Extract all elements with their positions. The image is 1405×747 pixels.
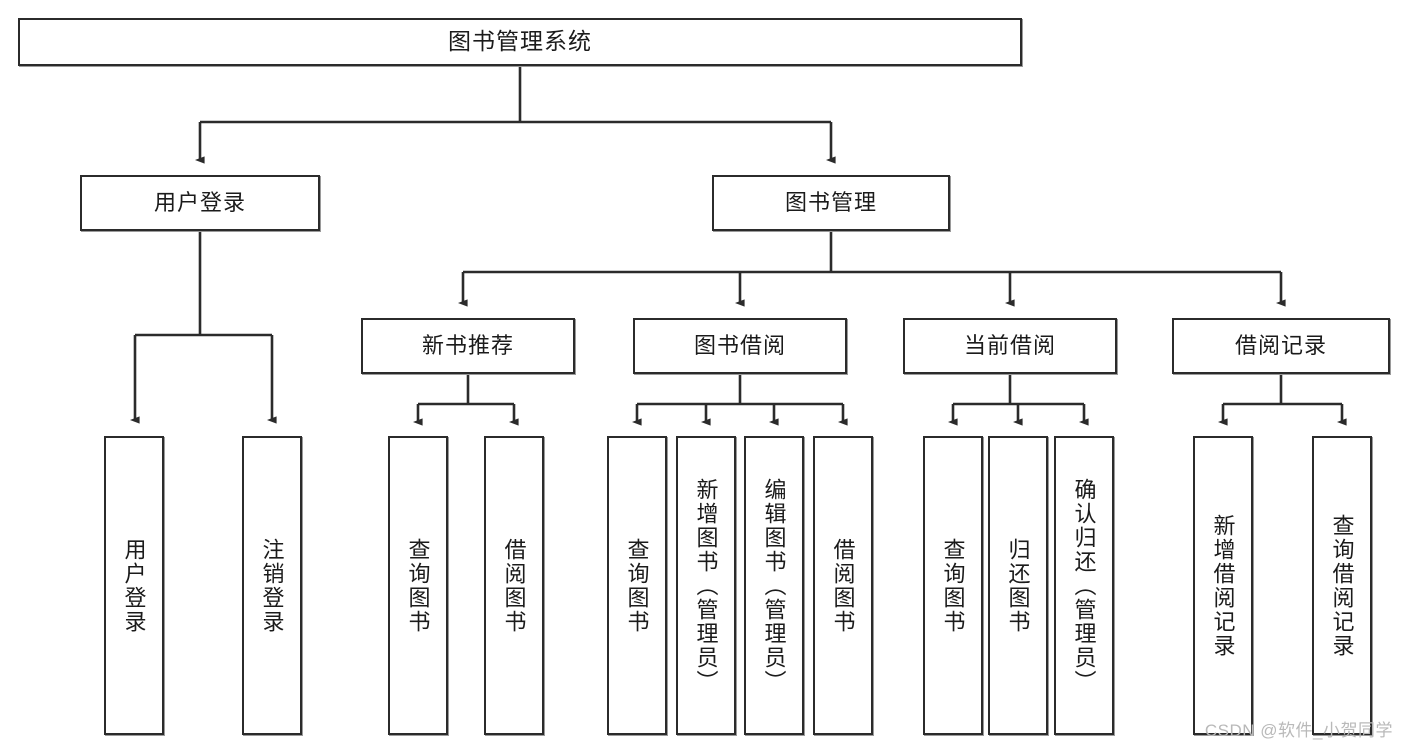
leaf-borrow-borrow-book[interactable]: 借阅图书 xyxy=(813,436,873,735)
node-label: 确认归还（管理员） xyxy=(1071,477,1097,694)
node-new-book-recommend[interactable]: 新书推荐 xyxy=(361,318,575,374)
leaf-borrow-edit-book-admin[interactable]: 编辑图书（管理员） xyxy=(744,436,804,735)
node-label: 用户登录 xyxy=(121,537,147,634)
node-label: 借阅图书 xyxy=(830,537,856,634)
node-user-login[interactable]: 用户登录 xyxy=(80,175,320,231)
node-label: 当前借阅 xyxy=(963,332,1056,358)
node-label: 图书借阅 xyxy=(693,332,786,358)
node-book-borrow[interactable]: 图书借阅 xyxy=(633,318,847,374)
leaf-current-query-book[interactable]: 查询图书 xyxy=(923,436,983,735)
node-label: 新书推荐 xyxy=(421,332,514,358)
node-label: 查询图书 xyxy=(940,537,966,634)
leaf-borrow-query-book[interactable]: 查询图书 xyxy=(607,436,667,735)
leaf-recommend-query-book[interactable]: 查询图书 xyxy=(388,436,448,735)
node-current-borrow[interactable]: 当前借阅 xyxy=(903,318,1117,374)
node-label: 查询图书 xyxy=(624,537,650,634)
leaf-borrow-add-book-admin[interactable]: 新增图书（管理员） xyxy=(676,436,736,735)
leaf-current-return-book[interactable]: 归还图书 xyxy=(988,436,1048,735)
node-label: 新增借阅记录 xyxy=(1210,513,1236,658)
node-book-management[interactable]: 图书管理 xyxy=(712,175,950,231)
node-borrow-records[interactable]: 借阅记录 xyxy=(1172,318,1390,374)
node-label: 借阅记录 xyxy=(1234,332,1327,358)
leaf-records-add-record[interactable]: 新增借阅记录 xyxy=(1193,436,1253,735)
node-root-system[interactable]: 图书管理系统 xyxy=(18,18,1022,66)
node-label: 注销登录 xyxy=(259,537,285,634)
node-label: 查询图书 xyxy=(405,537,431,634)
node-label: 图书管理 xyxy=(784,189,877,215)
node-label: 归还图书 xyxy=(1005,537,1031,634)
node-label: 借阅图书 xyxy=(501,537,527,634)
leaf-recommend-borrow-book[interactable]: 借阅图书 xyxy=(484,436,544,735)
leaf-current-confirm-return-admin[interactable]: 确认归还（管理员） xyxy=(1054,436,1114,735)
leaf-user-logout[interactable]: 注销登录 xyxy=(242,436,302,735)
node-label: 新增图书（管理员） xyxy=(693,477,719,694)
leaf-user-login[interactable]: 用户登录 xyxy=(104,436,164,735)
leaf-records-query-record[interactable]: 查询借阅记录 xyxy=(1312,436,1372,735)
node-label: 图书管理系统 xyxy=(448,28,592,55)
node-label: 编辑图书（管理员） xyxy=(761,477,787,694)
watermark: CSDN @软件_小贺同学 xyxy=(1204,721,1393,740)
node-label: 用户登录 xyxy=(153,189,246,215)
node-label: 查询借阅记录 xyxy=(1329,513,1355,658)
